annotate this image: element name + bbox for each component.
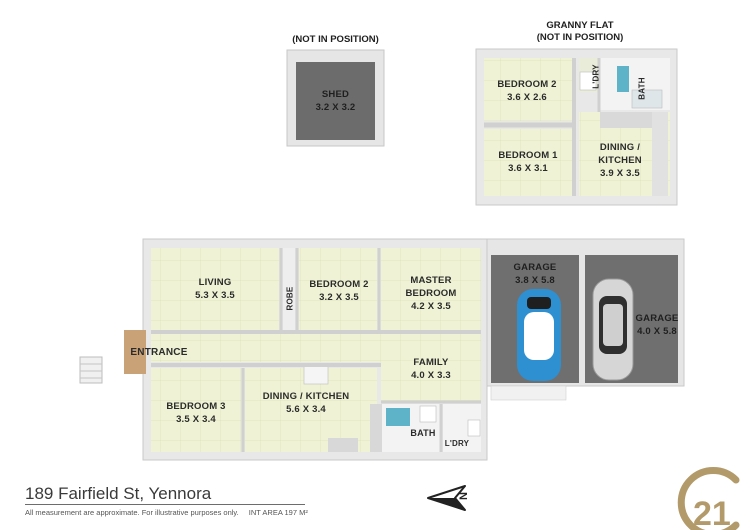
main-house xyxy=(142,238,488,461)
address-divider xyxy=(25,504,305,505)
room-family-name: FAMILY xyxy=(413,357,449,368)
room-dining-name: DINING / KITCHEN xyxy=(262,391,350,402)
room-garage-1-name: GARAGE xyxy=(513,262,557,273)
shed-heading: (NOT IN POSITION) xyxy=(292,34,379,45)
room-gf-bedroom-2-dims: 3.6 X 2.6 xyxy=(507,92,547,103)
room-shed: SHED 3.2 X 3.2 xyxy=(296,88,375,114)
logo-text: 21 xyxy=(693,495,731,530)
room-master-bedroom: MASTER BEDROOM 4.2 X 3.5 xyxy=(381,274,481,313)
entrance-deck xyxy=(79,330,146,384)
disclaimer: All measurement are approximate. For ill… xyxy=(25,508,308,517)
granny-flat xyxy=(475,48,678,206)
disclaimer-text: All measurement are approximate. For ill… xyxy=(25,508,239,517)
room-gf-bedroom-1-dims: 3.6 X 3.1 xyxy=(508,163,548,174)
room-shed-name: SHED xyxy=(321,89,350,100)
compass-icon: N xyxy=(427,485,470,511)
room-master-name-2: BEDROOM xyxy=(405,288,457,299)
room-bedroom-2-dims: 3.2 X 3.5 xyxy=(319,292,359,303)
room-living-name: LIVING xyxy=(198,277,232,288)
room-ldry: L'DRY xyxy=(444,439,470,448)
room-garage-2-name: GARAGE xyxy=(635,313,679,324)
room-bedroom-2: BEDROOM 2 3.2 X 3.5 xyxy=(299,278,379,304)
room-dining-kitchen: DINING / KITCHEN 5.6 X 3.4 xyxy=(245,390,367,416)
room-dining-dims: 5.6 X 3.4 xyxy=(286,404,326,415)
granny-flat-heading-2: (NOT IN POSITION) xyxy=(536,32,624,43)
room-garage-2-dims: 4.0 X 5.8 xyxy=(637,326,677,337)
room-bath: BATH xyxy=(410,428,436,438)
room-garage-1: GARAGE 3.8 X 5.8 xyxy=(491,261,579,287)
room-entrance: ENTRANCE xyxy=(130,347,188,358)
car-silver xyxy=(592,278,634,381)
century-21-logo: 21 xyxy=(677,467,740,530)
svg-text:N: N xyxy=(458,492,470,500)
room-bedroom-3-name: BEDROOM 3 xyxy=(166,401,226,412)
room-family-dims: 4.0 X 3.3 xyxy=(411,370,451,381)
room-bedroom-3: BEDROOM 3 3.5 X 3.4 xyxy=(151,400,241,426)
car-blue xyxy=(517,289,561,381)
granny-flat-heading: GRANNY FLAT (NOT IN POSITION) xyxy=(510,20,650,44)
room-robe: ROBE xyxy=(285,286,295,311)
room-family: FAMILY 4.0 X 3.3 xyxy=(381,356,481,382)
room-gf-bedroom-1: BEDROOM 1 3.6 X 3.1 xyxy=(484,149,572,175)
room-garage-2: GARAGE 4.0 X 5.8 xyxy=(633,312,681,338)
room-gf-dining-dims: 3.9 X 3.5 xyxy=(600,168,640,179)
room-gf-bedroom-1-name: BEDROOM 1 xyxy=(498,150,558,161)
room-gf-bedroom-2-name: BEDROOM 2 xyxy=(497,79,557,90)
room-gf-bedroom-2: BEDROOM 2 3.6 X 2.6 xyxy=(484,78,570,104)
room-bedroom-2-name: BEDROOM 2 xyxy=(309,279,369,290)
room-living: LIVING 5.3 X 3.5 xyxy=(151,276,279,302)
room-master-name-1: MASTER xyxy=(410,275,452,286)
shed xyxy=(286,49,385,147)
property-address: 189 Fairfield St, Yennora xyxy=(25,484,212,503)
room-gf-ldry: L'DRY xyxy=(591,64,601,89)
room-gf-dining-name-2: KITCHEN xyxy=(598,155,642,166)
room-master-dims: 4.2 X 3.5 xyxy=(411,301,451,312)
room-shed-dims: 3.2 X 3.2 xyxy=(315,102,356,113)
interior-area: INT AREA 197 M² xyxy=(248,508,308,517)
room-living-dims: 5.3 X 3.5 xyxy=(195,290,235,301)
room-gf-bath: BATH xyxy=(637,77,647,100)
granny-flat-heading-1: GRANNY FLAT xyxy=(546,20,614,31)
room-bedroom-3-dims: 3.5 X 3.4 xyxy=(176,414,216,425)
room-gf-dining: DINING / KITCHEN 3.9 X 3.5 xyxy=(585,141,655,180)
room-gf-dining-name-1: DINING / xyxy=(599,142,641,153)
room-garage-1-dims: 3.8 X 5.8 xyxy=(515,275,555,286)
